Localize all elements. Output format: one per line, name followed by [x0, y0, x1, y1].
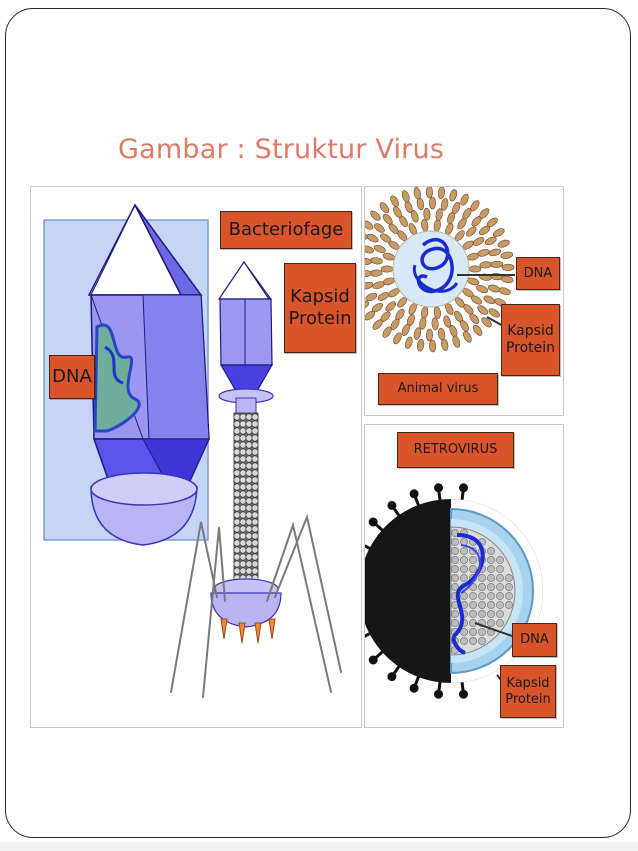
slide-title: Gambar : Struktur Virus	[118, 134, 445, 165]
label-kapsid-protein-retro: Kapsid Protein	[500, 665, 556, 718]
label-kapsid-protein-animal: Kapsid Protein	[501, 304, 560, 376]
label-bacteriofage: Bacteriofage	[220, 211, 352, 249]
label-dna-animal: DNA	[516, 257, 560, 290]
label-dna-retro: DNA	[512, 623, 557, 657]
label-kapsid-protein-main: Kapsid Protein	[284, 263, 356, 353]
bacteriophage-illustration	[43, 203, 342, 698]
bottom-strip	[0, 842, 638, 851]
bacteriophage-panel	[30, 186, 362, 728]
label-dna-main: DNA	[49, 355, 95, 399]
label-retrovirus: RETROVIRUS	[397, 432, 514, 468]
animal-virus-illustration	[365, 187, 515, 353]
label-animal-virus: Animal virus	[378, 373, 498, 405]
